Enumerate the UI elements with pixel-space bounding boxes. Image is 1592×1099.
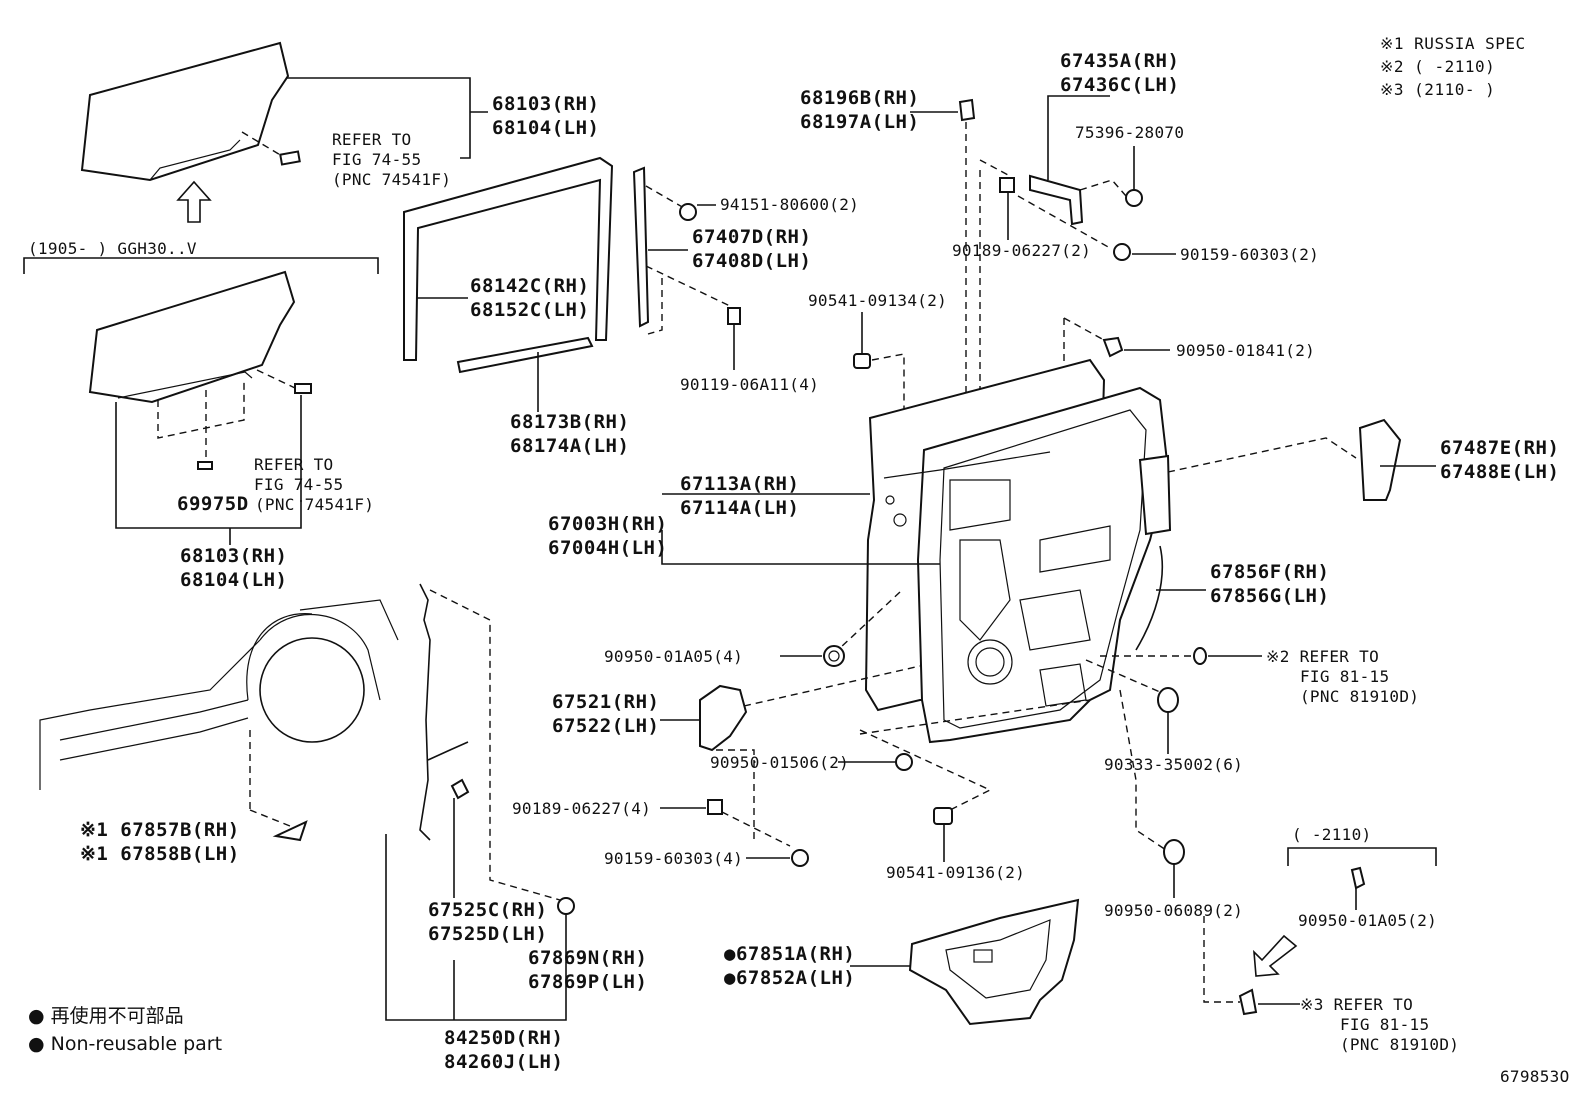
spec-notes: ※1 RUSSIA SPEC ※2 ( -2110) ※3 (2110- ) <box>1380 34 1526 99</box>
label-refer-r2-1: ※2 REFER TO <box>1266 647 1379 666</box>
label-67852A: ●67852A(LH) <box>724 967 855 989</box>
label-90189-bot: 90189-06227(4) <box>512 799 651 818</box>
label-90950-01506: 90950-01506(2) <box>710 753 849 772</box>
label-67851A: ●67851A(RH) <box>724 943 855 965</box>
label-68104-top: 68104(LH) <box>492 117 599 139</box>
label-67521: 67521(RH) <box>552 691 659 713</box>
service-hole-cover: ●67851A(RH) ●67852A(LH) <box>724 898 1080 1026</box>
label-67525D: 67525D(LH) <box>428 923 547 945</box>
label-refer-mid-1: REFER TO <box>254 455 333 474</box>
label-refer-r2-3: (PNC 81910D) <box>1300 687 1419 706</box>
label-67408D: 67408D(LH) <box>692 250 811 272</box>
legend-non-reusable: ● Non-reusable part <box>28 1033 222 1055</box>
glass-middle-group: (1905- ) GGH30..V REFER TO FIG 74-55 699… <box>23 239 379 591</box>
door-assembly: 67113A(RH) 67114A(LH) 67003H(RH) 67004H(… <box>548 358 1172 744</box>
division-bar: 94151-80600(2) 67407D(RH) 67408D(LH) 901… <box>632 166 859 394</box>
label-67522: 67522(LH) <box>552 715 659 737</box>
label-refer-top-1: REFER TO <box>332 130 411 149</box>
note-range-1: ※2 ( -2110) <box>1380 57 1495 76</box>
label-90159-bot: 90159-60303(4) <box>604 849 743 868</box>
label-bracket-range: (1905- ) GGH30..V <box>28 239 197 258</box>
legend-japanese: ● 再使用不可部品 <box>28 1005 184 1027</box>
right-side-parts: 67487E(RH) 67488E(LH) 67856F(RH) 67856G(… <box>1085 418 1559 1054</box>
label-refer-mid-3: (PNC 74541F) <box>255 495 374 514</box>
label-67004H: 67004H(LH) <box>548 537 667 559</box>
label-refer-r3-3: (PNC 81910D) <box>1340 1035 1459 1054</box>
label-67407D: 67407D(RH) <box>692 226 811 248</box>
label-68103-mid: 68103(RH) <box>180 545 287 567</box>
label-69975D: 69975D <box>177 493 249 515</box>
clip-icon-bottom <box>707 799 723 815</box>
label-bracket-2110: ( -2110) <box>1292 825 1371 844</box>
label-67856F: 67856F(RH) <box>1210 561 1329 583</box>
label-90333: 90333-35002(6) <box>1104 755 1243 774</box>
label-68152C: 68152C(LH) <box>470 299 589 321</box>
nut-icon <box>679 203 697 221</box>
label-67488E: 67488E(LH) <box>1440 461 1559 483</box>
label-67436C: 67436C(LH) <box>1060 74 1179 96</box>
label-refer-r3-2: FIG 81-15 <box>1340 1015 1429 1034</box>
arrow-down-left-icon <box>1253 934 1298 977</box>
vehicle-body-left: ※1 67857B(RH) ※1 67858B(LH) <box>39 599 399 865</box>
label-68104-mid: 68104(LH) <box>180 569 287 591</box>
label-67003H: 67003H(RH) <box>548 513 667 535</box>
label-84260J: 84260J(LH) <box>444 1051 563 1073</box>
label-84250D: 84250D(RH) <box>444 1027 563 1049</box>
arrow-up-icon <box>176 180 212 223</box>
label-67869P: 67869P(LH) <box>528 971 647 993</box>
label-68142C: 68142C(RH) <box>470 275 589 297</box>
label-68103-top: 68103(RH) <box>492 93 599 115</box>
label-90159-top: 90159-60303(2) <box>1180 245 1319 264</box>
screw-icon <box>1113 243 1131 261</box>
note-russia-spec: ※1 RUSSIA SPEC <box>1380 34 1526 53</box>
note-range-2: ※3 (2110- ) <box>1380 80 1495 99</box>
label-67856G: 67856G(LH) <box>1210 585 1329 607</box>
label-67869N: 67869N(RH) <box>528 947 647 969</box>
label-68173B: 68173B(RH) <box>510 411 629 433</box>
label-67857B: ※1 67857B(RH) <box>80 819 240 841</box>
label-68174A: 68174A(LH) <box>510 435 629 457</box>
label-75396: 75396-28070 <box>1075 123 1184 142</box>
glass-top: 68103(RH) 68104(LH) REFER TO FIG 74-55 (… <box>80 41 599 223</box>
label-94151: 94151-80600(2) <box>720 195 859 214</box>
label-67114A: 67114A(LH) <box>680 497 799 519</box>
label-refer-top-2: FIG 74-55 <box>332 150 421 169</box>
label-90119: 90119-06A11(4) <box>680 375 819 394</box>
cable-assembly: 67525C(RH) 67525D(LH) 67869N(RH) 67869P(… <box>385 583 647 1073</box>
label-90189-top: 90189-06227(2) <box>952 241 1091 260</box>
label-90950-01A05-r: 90950-01A05(2) <box>1298 911 1437 930</box>
label-90541-bot: 90541-09136(2) <box>886 863 1025 882</box>
screw-icon-bottom <box>791 849 809 867</box>
label-68197A: 68197A(LH) <box>800 111 919 133</box>
label-67525C: 67525C(RH) <box>428 899 547 921</box>
label-refer-r2-2: FIG 81-15 <box>1300 667 1389 686</box>
label-90950-01A05: 90950-01A05(4) <box>604 647 743 666</box>
label-90541-top: 90541-09134(2) <box>808 291 947 310</box>
label-refer-mid-2: FIG 74-55 <box>254 475 343 494</box>
label-68196B: 68196B(RH) <box>800 87 919 109</box>
label-67435A: 67435A(RH) <box>1060 50 1179 72</box>
label-refer-top-3: (PNC 74541F) <box>332 170 451 189</box>
figure-id: 679853O <box>1500 1067 1570 1086</box>
run-channel: 68142C(RH) 68152C(LH) 68173B(RH) 68174A(… <box>403 156 629 457</box>
label-90950-06089: 90950-06089(2) <box>1104 901 1243 920</box>
label-67858B: ※1 67858B(LH) <box>80 843 240 865</box>
label-refer-r3-1: ※3 REFER TO <box>1300 995 1413 1014</box>
bolt-icon <box>727 307 741 325</box>
clip-icon <box>999 177 1015 193</box>
label-90950-01841: 90950-01841(2) <box>1176 341 1315 360</box>
label-67113A: 67113A(RH) <box>680 473 799 495</box>
legend: ● 再使用不可部品 ● Non-reusable part <box>28 1005 222 1055</box>
upper-center-parts: 68196B(RH) 68197A(LH) 67435A(RH) 67436C(… <box>800 50 1319 500</box>
label-67487E: 67487E(RH) <box>1440 437 1559 459</box>
lower-center-parts: 90950-01A05(4) 67521(RH) 67522(LH) 90950… <box>512 591 1091 882</box>
